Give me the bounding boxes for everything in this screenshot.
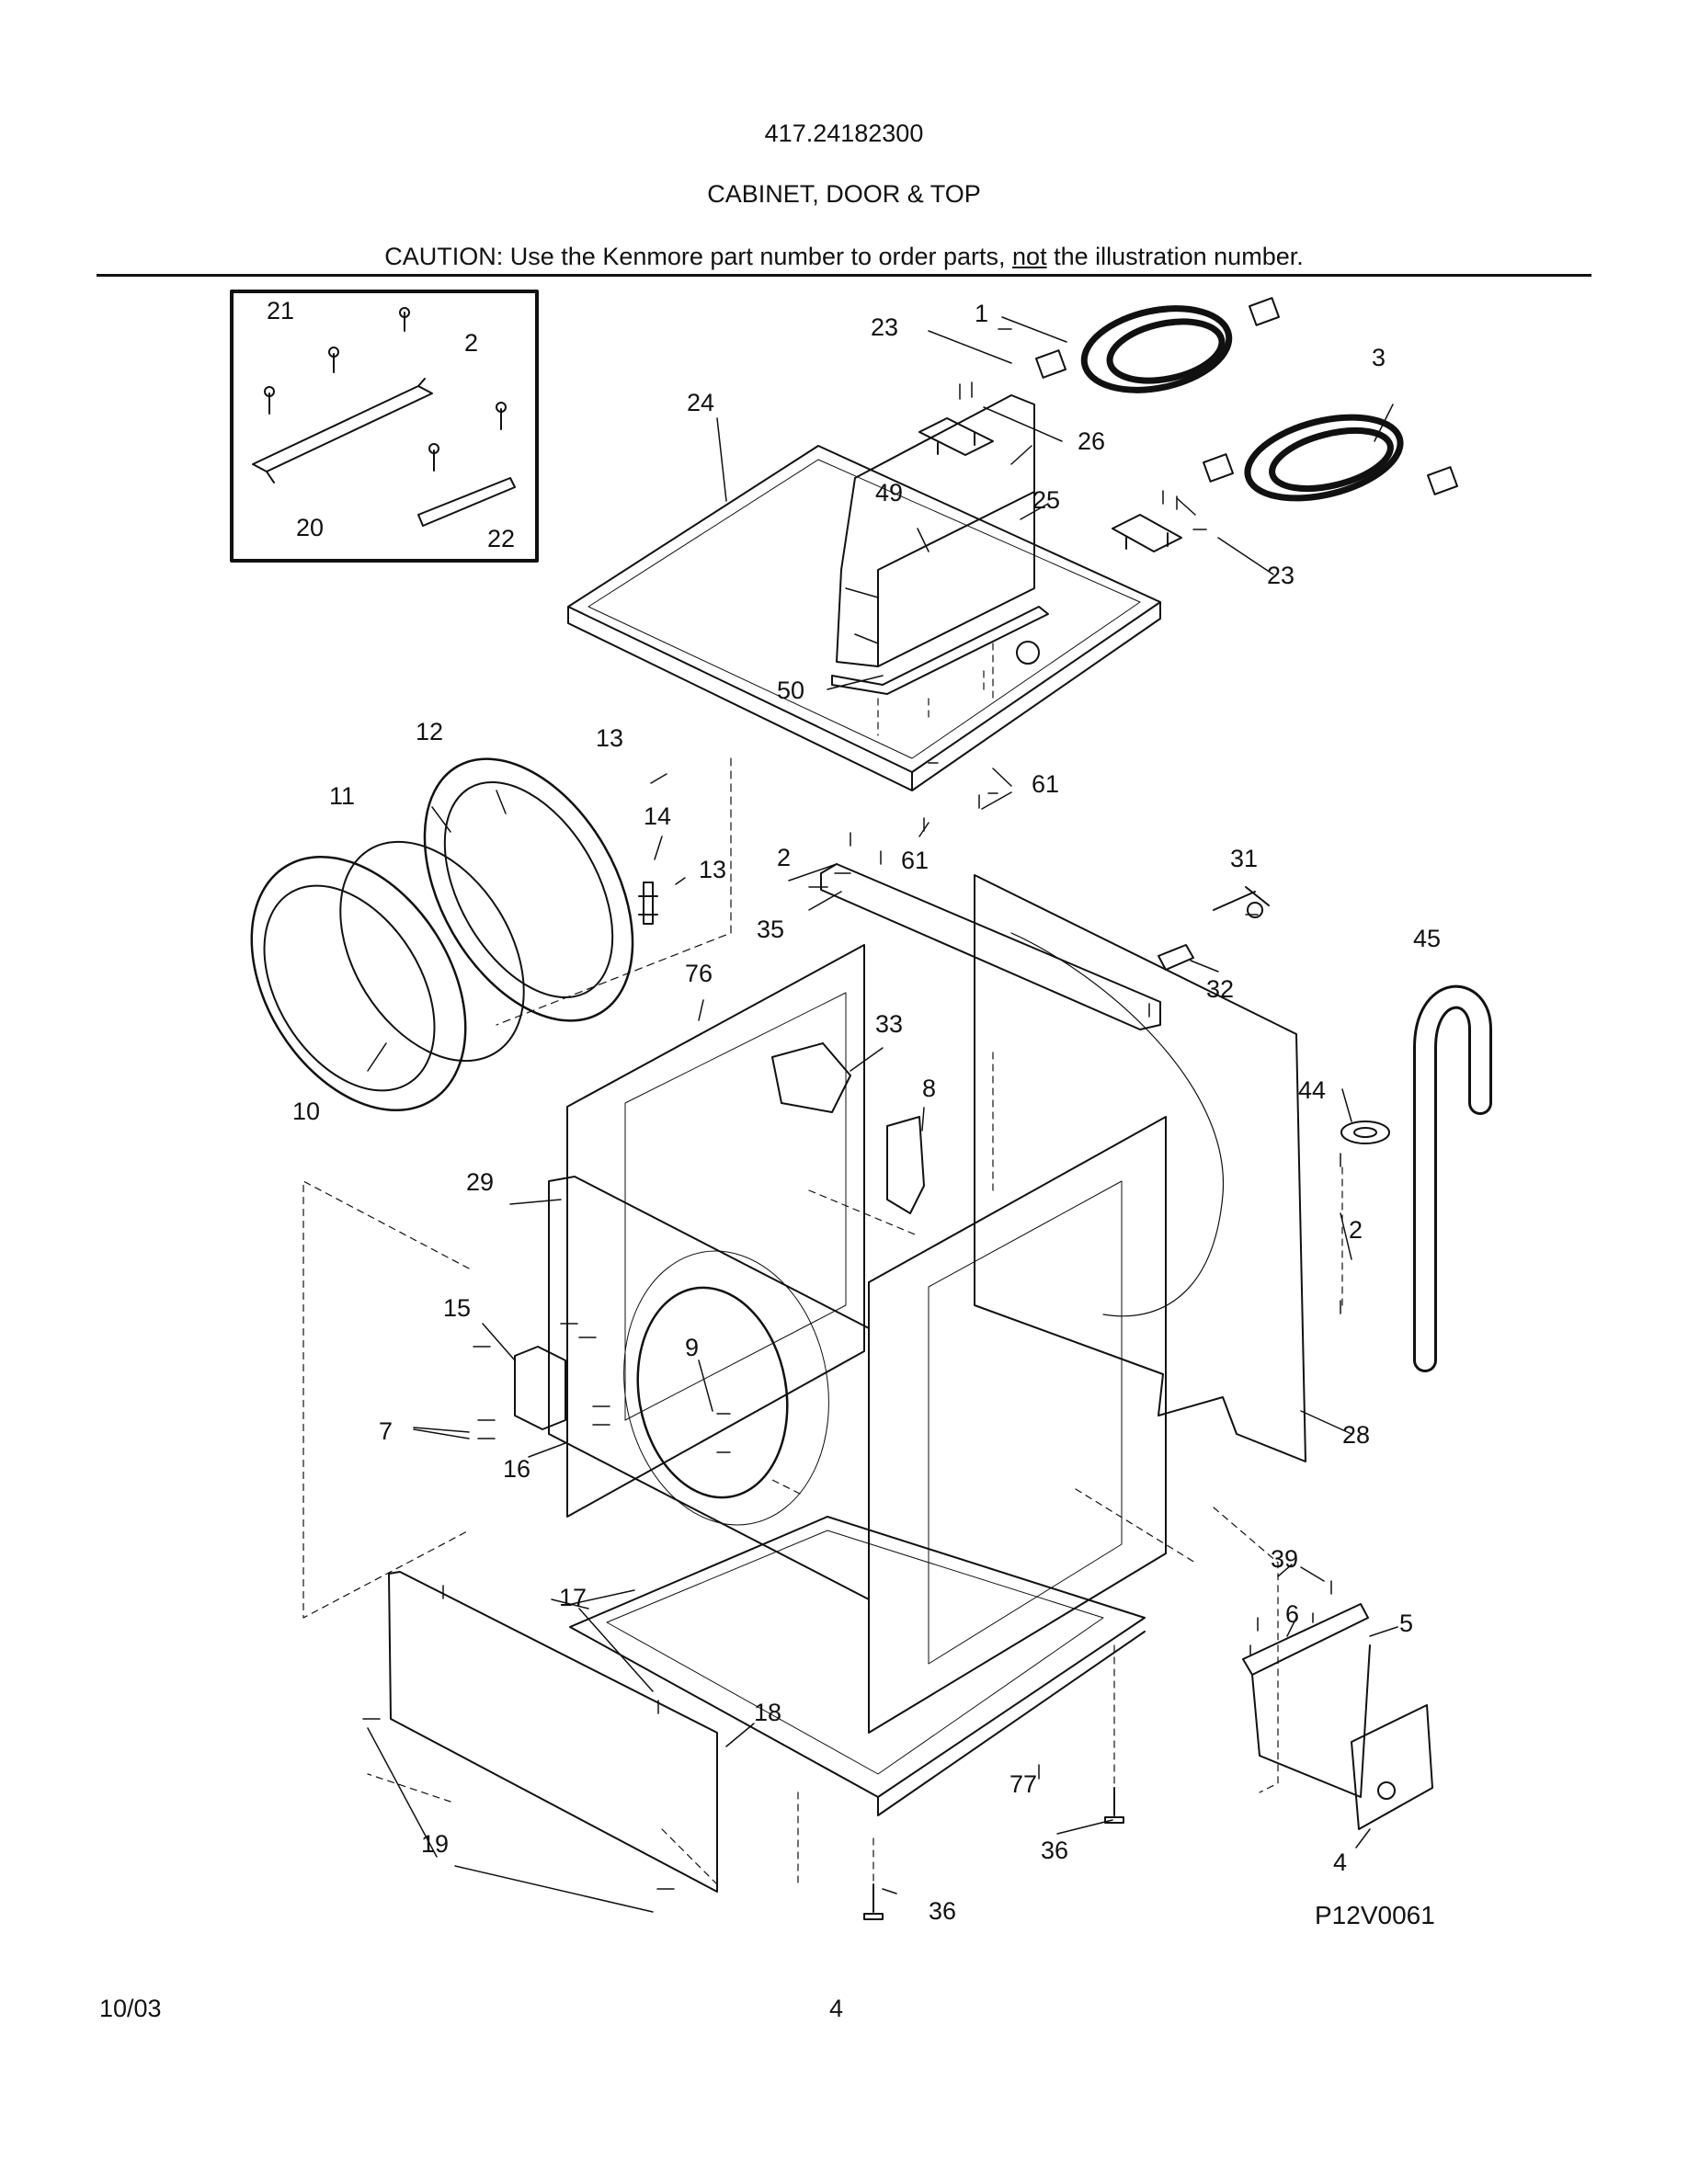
callout-label-2b: 2 [777,844,791,871]
callout-label-39: 39 [1271,1545,1298,1573]
caution-prefix: CAUTION: Use the Kenmore part number to … [384,243,1013,270]
callout-label-17: 17 [559,1584,587,1611]
callout-label-61a: 61 [1032,770,1059,798]
leveling-foot-36 [863,1787,1124,1920]
door-hinge-15 [514,1346,566,1430]
header-rule [97,274,1591,277]
side-panel-right [868,1116,1167,1734]
callout-label-32: 32 [1206,975,1234,1003]
callout-label-35: 35 [757,916,784,943]
callout-label-29: 29 [466,1168,494,1196]
sensor-32 [1158,944,1194,971]
callout-label-20: 20 [296,514,324,541]
callout-label-77: 77 [1009,1770,1037,1798]
top-panel-24 [567,445,1161,791]
callout-label-26: 26 [1078,427,1105,455]
callout-label-19: 19 [421,1830,449,1858]
callout-label-8: 8 [922,1075,936,1102]
diagram-code: P12V0061 [1315,1901,1435,1929]
callout-label-12: 12 [416,718,443,745]
callout-label-11: 11 [329,782,355,810]
callout-label-23a: 23 [871,313,898,341]
model-number: 417.24182300 [764,119,924,147]
control-board-4 [1351,1704,1433,1830]
side-panel-76 [566,944,865,1518]
door-hinge-14 [638,882,658,925]
callout-label-24: 24 [687,389,714,416]
callout-label-6: 6 [1285,1600,1299,1628]
callout-label-13b: 13 [699,856,726,883]
callout-label-36a: 36 [1041,1837,1068,1864]
caution-suffix: the illustration number. [1046,243,1304,270]
callout-label-15: 15 [443,1294,471,1322]
callout-label-44: 44 [1298,1076,1326,1104]
inset-box [230,290,539,563]
callout-label-4: 4 [1333,1848,1347,1876]
pressure-switch-33 [771,1042,851,1113]
caution-note: CAUTION: Use the Kenmore part number to … [0,243,1688,271]
callout-label-45: 45 [1413,925,1441,952]
sensor-31 [1213,886,1270,911]
callout-label-33: 33 [875,1010,903,1038]
callout-label-5: 5 [1399,1610,1413,1637]
callout-label-3: 3 [1372,344,1386,371]
inset-strap-22 [417,477,516,527]
footer-date: 10/03 [99,1995,162,2022]
callout-label-2a: 2 [464,329,478,357]
callout-label-1: 1 [975,300,988,327]
callout-label-21: 21 [267,297,294,324]
callout-label-9: 9 [685,1334,699,1361]
top-bracket-25b [1112,514,1182,552]
callout-label-2c: 2 [1349,1216,1363,1244]
callout-label-23b: 23 [1267,562,1295,589]
callout-label-28: 28 [1342,1421,1370,1449]
inset-screws [264,307,507,472]
door-ring-10 [250,855,467,1112]
fastener-screws [362,328,1341,1890]
gasket-50 [831,606,1049,695]
top-bracket-25 [918,417,994,456]
callout-labels: 1 2 2 2 3 4 5 6 7 8 9 10 11 12 13 13 14 … [267,297,1441,1925]
callout-label-13a: 13 [596,724,623,752]
callout-label-25: 25 [1032,486,1060,514]
callout-label-36b: 36 [929,1897,956,1925]
page-number: 4 [829,1995,844,2022]
cross-brace-35 [820,863,1161,1030]
callout-label-49: 49 [875,479,903,506]
inlet-hose-3 [1244,414,1404,502]
callout-label-16: 16 [503,1455,530,1483]
callout-label-22: 22 [487,525,515,552]
control-bracket-5 [1242,1603,1371,1798]
callout-label-76: 76 [685,960,713,987]
callout-label-7: 7 [379,1417,393,1445]
inset-bracket-20 [252,378,433,483]
inlet-hose-1 [1080,305,1233,393]
caution-emphasis: not [1012,243,1047,270]
back-panel-28 [974,874,1306,1462]
page-title: CABINET, DOOR & TOP [707,180,981,208]
callout-label-10: 10 [292,1098,320,1125]
door-frame-12 [423,757,634,1022]
door-glass-11 [339,840,525,1063]
kick-plate-18 [388,1571,718,1893]
callout-label-50: 50 [777,677,804,704]
callout-label-31: 31 [1230,845,1258,872]
callout-label-61b: 61 [901,847,929,874]
assembly-lines [302,643,1343,1885]
callout-label-14: 14 [644,802,671,830]
drain-gasket-44 [1340,1120,1390,1144]
front-panel-29 [548,1176,870,1600]
motor-control-8 [886,1116,925,1214]
callout-label-18: 18 [754,1699,781,1726]
leader-lines [367,316,1398,1913]
base-frame-77 [569,1516,1146,1816]
